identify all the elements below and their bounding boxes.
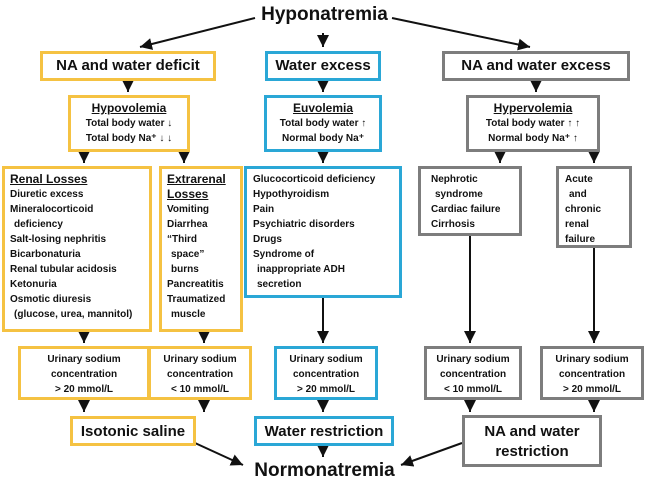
urine-line: concentration [166,369,234,380]
urine-line: Urinary sodium [47,354,121,365]
extrarenal-item: Diarrhea [167,219,208,230]
extrarenal-item: burns [171,264,199,275]
extrarenal-title-line2: Losses [167,187,209,201]
extrarenal-item: Vomiting [167,204,210,215]
renal-item: deficiency [14,219,63,230]
renal-item: Bicarbonaturia [10,249,81,260]
urine-line: concentration [439,369,507,380]
urine-line: < 10 mmol/L [170,384,230,395]
treatment-line2: restriction [495,443,569,460]
urine-line: concentration [558,369,626,380]
hypovolemia-title: Hypovolemia [91,101,167,115]
treatment-water-restriction: Water restriction [254,416,394,446]
urine-line: Urinary sodium [163,354,237,365]
diagram-outcome: Normonatremia [254,460,395,481]
renal-item: Renal tubular acidosis [10,264,117,275]
hypervolemia-cause: Cardiac failure [431,204,501,215]
urine-box-extrarenal: Urinary sodium concentration < 10 mmol/L [148,346,252,400]
euvolemia-causes-box: Glucocorticoid deficiency Hypothyroidism… [244,166,402,298]
urine-line: concentration [50,369,118,380]
euvolemia-cause: secretion [257,279,302,290]
renal-losses-box: Renal Losses Diuretic excess Mineralocor… [2,166,152,332]
euvolemia-cause: Syndrome of [253,249,315,260]
hypervolemia-cause: Cirrhosis [431,219,475,230]
renal-item: (glucose, urea, mannitol) [14,309,133,320]
renal-item: Ketonuria [10,279,57,290]
euvolemia-cause: Glucocorticoid deficiency [253,174,376,185]
treatment-line1: NA and water [484,423,580,440]
euvolemia-line2: Normal body Na⁺ [282,133,364,144]
hypervolemia-line2: Normal body Na⁺ ↑ [488,133,578,144]
hypervolemia-cause: failure [565,234,596,245]
euvolemia-cause: Hypothyroidism [253,189,330,200]
urine-line: > 20 mmol/L [296,384,356,395]
hypervolemia-cause: Nephrotic [431,174,478,185]
renal-item: Osmotic diuresis [10,294,92,305]
renal-item: Diuretic excess [10,189,84,200]
urine-line: Urinary sodium [436,354,510,365]
urine-box-nephrotic: Urinary sodium concentration < 10 mmol/L [424,346,522,400]
euvolemia-box: Euvolemia Total body water ↑ Normal body… [264,95,382,152]
extrarenal-losses-box: Extrarenal Losses Vomiting Diarrhea “Thi… [159,166,243,332]
urine-line: < 10 mmol/L [443,384,503,395]
renal-losses-title: Renal Losses [10,172,88,186]
treatment-na-water-restriction: NA and water restriction [462,415,602,467]
hypovolemia-box: Hypovolemia Total body water ↓ Total bod… [68,95,190,152]
euvolemia-cause: inappropriate ADH [257,264,345,275]
header-water-excess: Water excess [265,51,381,81]
urine-line: Urinary sodium [289,354,363,365]
extrarenal-item: muscle [171,309,206,320]
urine-line: > 20 mmol/L [562,384,622,395]
euvolemia-cause: Psychiatric disorders [253,219,355,230]
euvolemia-line1: Total body water ↑ [279,118,367,129]
urine-box-renal-failure: Urinary sodium concentration > 20 mmol/L [540,346,644,400]
hypervolemia-cause: chronic [565,204,602,215]
urine-box-euvolemia: Urinary sodium concentration > 20 mmol/L [274,346,378,400]
hypervolemia-box: Hypervolemia Total body water ↑ ↑ Normal… [466,95,600,152]
urine-line: > 20 mmol/L [54,384,114,395]
hypovolemia-line1: Total body water ↓ [85,118,173,129]
renal-failure-box: Acute and chronic renal failure [556,166,632,248]
renal-item: Mineralocorticoid [10,204,94,215]
euvolemia-cause: Pain [253,204,275,215]
hypervolemia-cause: renal [565,219,589,230]
hypervolemia-cause: Acute [565,174,593,185]
extrarenal-title-line1: Extrarenal [167,172,226,186]
hypervolemia-line1: Total body water ↑ ↑ [485,118,581,129]
euvolemia-cause: Drugs [253,234,282,245]
extrarenal-item: “Third [167,234,197,245]
urine-line: Urinary sodium [555,354,629,365]
header-na-water-deficit: NA and water deficit [40,51,216,81]
extrarenal-item: space” [171,249,205,260]
hypervolemia-title: Hypervolemia [493,101,573,115]
nephrotic-box: Nephrotic syndrome Cardiac failure Cirrh… [418,166,522,236]
renal-item: Salt-losing nephritis [10,234,107,245]
header-na-water-excess: NA and water excess [442,51,630,81]
extrarenal-item: Traumatized [167,294,226,305]
urine-line: concentration [292,369,360,380]
extrarenal-item: Pancreatitis [167,279,224,290]
treatment-isotonic-saline: Isotonic saline [70,416,196,446]
diagram-title: Hyponatremia [261,4,388,25]
urine-box-renal: Urinary sodium concentration > 20 mmol/L [18,346,150,400]
hypervolemia-cause: and [569,189,587,200]
hypovolemia-line2: Total body Na⁺ ↓ ↓ [85,133,173,144]
hypervolemia-cause: syndrome [435,189,483,200]
euvolemia-title: Euvolemia [292,101,354,115]
